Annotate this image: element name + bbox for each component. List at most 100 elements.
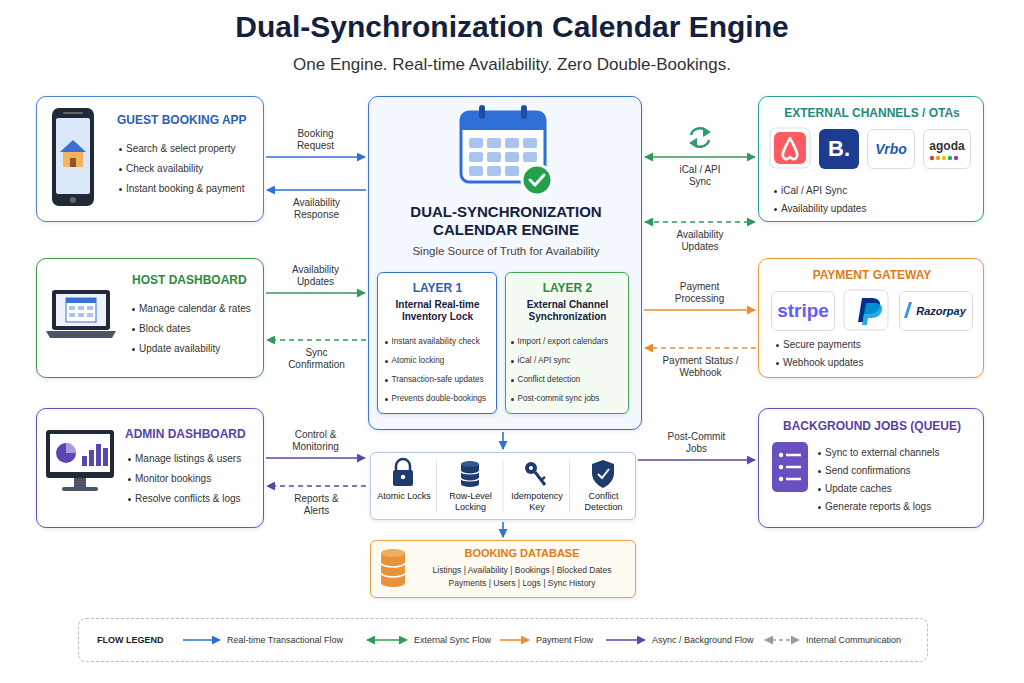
connector [502, 522, 504, 537]
page-title: Dual-Synchronization Calendar Engine [0, 10, 1024, 44]
bullet-text: Manage listings & users [135, 453, 241, 465]
legend-line [183, 639, 220, 641]
layer-subtitle: Internal Real-time Inventory Lock [383, 299, 493, 323]
edge-label: Payment Status / Webhook [656, 355, 746, 379]
bullet-dot [774, 208, 777, 211]
agoda-dots [930, 156, 958, 160]
bullet-dot [128, 458, 131, 461]
queue-box: BACKGROUND JOBS (QUEUE)Sync to external … [758, 408, 984, 528]
connector [267, 339, 366, 341]
bullet-dot [385, 379, 388, 382]
edge-label: Availability Updates [665, 229, 735, 253]
box-heading: ADMIN DASHBOARD [125, 427, 246, 441]
connector [645, 156, 755, 158]
engine-subtitle: Single Source of Truth for Availability [379, 245, 633, 257]
lock-icon [393, 459, 413, 486]
bullet-dot [511, 379, 514, 382]
db-cylinder-icon [381, 549, 405, 587]
strip-divider [437, 460, 570, 512]
edge-label: Control & Monitoring [281, 429, 351, 453]
razorpay-mark [904, 302, 912, 318]
bullet-dot [119, 188, 122, 191]
bullet-dot [511, 360, 514, 363]
legend-sample [183, 635, 221, 645]
legend-sample [366, 635, 408, 645]
bullet-text: Atomic locking [392, 356, 445, 366]
legend-sample [606, 635, 646, 645]
bullet-text: Availability updates [781, 203, 866, 215]
bullet-dot [511, 398, 514, 401]
bullet-text: Send confirmations [825, 465, 911, 477]
table-list: Payments | Users | Logs | Sync History [411, 578, 633, 588]
edge-label: Payment Processing [665, 281, 735, 305]
engine-title: DUAL-SYNCHRONIZATION CALENDAR ENGINE [389, 203, 623, 239]
edge-label: Reports & Alerts [282, 493, 352, 517]
connector [502, 432, 504, 449]
legend-entry: Internal Communication [764, 633, 901, 647]
bullet-dot [776, 344, 779, 347]
bullet-text: Update caches [825, 483, 892, 495]
database-icon [461, 461, 479, 487]
layer-box: LAYER 1 Internal Real-time Inventory Lock… [377, 272, 497, 414]
box-heading: GUEST BOOKING APP [117, 113, 247, 127]
legend-entry: Async / Background Flow [606, 633, 754, 647]
channel-box: EXTERNAL CHANNELS / OTAsB.VrboagodaiCal … [758, 96, 984, 222]
bullet-dot [119, 168, 122, 171]
box-heading: BACKGROUND JOBS (QUEUE) [759, 419, 985, 433]
bullet-text: Webhook updates [783, 357, 863, 369]
connector [645, 347, 756, 349]
legend-entry: External Sync Flow [366, 633, 491, 647]
connector [267, 485, 366, 487]
bullet-dot [385, 341, 388, 344]
bullet-text: Block dates [139, 323, 191, 335]
airbnb-logo [770, 128, 810, 168]
bullet-dot [818, 470, 821, 473]
legend-text: Real-time Transactional Flow [227, 635, 343, 645]
bullet-text: Generate reports & logs [825, 501, 931, 513]
legend-text: Async / Background Flow [652, 635, 754, 645]
table-list: Listings | Availability | Bookings | Blo… [411, 565, 633, 575]
paypal-logo [844, 290, 888, 330]
bullet-text: Prevents double-bookings [392, 394, 487, 404]
legend-line [500, 639, 529, 641]
key-icon [525, 462, 545, 485]
bullet-dot [818, 506, 821, 509]
bullet-dot [385, 398, 388, 401]
legend-line [367, 639, 407, 641]
safeguard-label: Atomic Locks [376, 491, 432, 502]
layer-heading: LAYER 1 [378, 281, 498, 295]
bullet-text: Conflict detection [518, 375, 581, 385]
bullet-dot [132, 308, 135, 311]
bullet-dot [119, 148, 122, 151]
edge-label: Availability Response [277, 197, 357, 221]
legend-line [765, 639, 799, 641]
bullet-text: iCal / API sync [518, 356, 571, 366]
bullet-text: iCal / API Sync [781, 185, 847, 197]
bullet-dot [132, 348, 135, 351]
safeguard-strip: Atomic LocksRow-Level LockingIdempotency… [370, 452, 636, 520]
phone-icon [52, 108, 94, 206]
queue-icon [772, 442, 808, 492]
connector [638, 459, 755, 461]
bullet-text: Instant availability check [392, 337, 480, 347]
bullet-dot [385, 360, 388, 363]
bullet-dot [776, 362, 779, 365]
connector [266, 457, 365, 459]
bullet-dot [818, 452, 821, 455]
layer-heading: LAYER 2 [506, 281, 630, 295]
page-subtitle: One Engine. Real-time Availability. Zero… [0, 55, 1024, 75]
legend-text: Payment Flow [536, 635, 593, 645]
shield-icon [592, 460, 614, 488]
bullet-text: Update availability [139, 343, 220, 355]
legend-line [606, 639, 645, 641]
legend-title: FLOW LEGEND [97, 635, 164, 645]
edge-label: Post-Commit Jobs [665, 431, 729, 455]
bullet-text: Post-commit sync jobs [518, 394, 600, 404]
connector [267, 189, 366, 191]
logo-text: stripe [771, 291, 835, 331]
legend-text: Internal Communication [806, 635, 901, 645]
edge-label: Availability Updates [281, 264, 351, 288]
